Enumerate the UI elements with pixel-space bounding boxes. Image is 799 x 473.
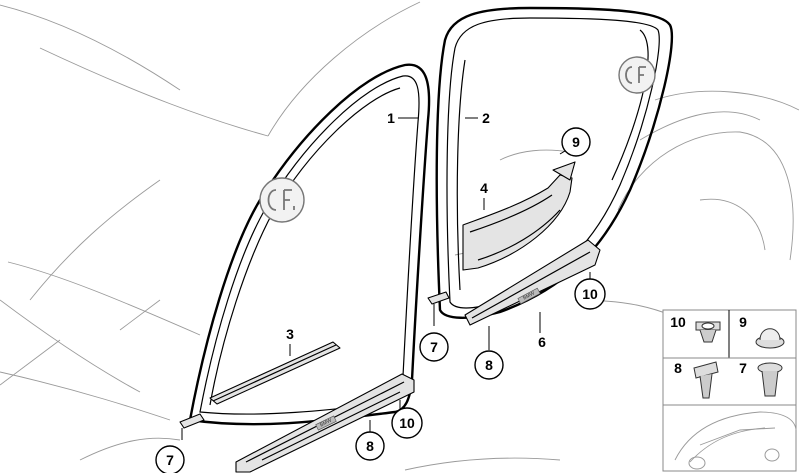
fastener-10-clip-nut: 10	[670, 314, 721, 343]
front-sill-logo-text: BMW	[319, 418, 333, 429]
car-thumbnail	[674, 411, 797, 470]
label-3: 3	[286, 326, 294, 342]
svg-text:8: 8	[485, 357, 493, 373]
svg-text:9: 9	[572, 134, 580, 150]
bracket-rear	[427, 291, 450, 326]
svg-text:7: 7	[166, 452, 174, 468]
callout-7-front: 7	[155, 445, 185, 473]
leader-lines	[289, 117, 591, 432]
label-1: 1	[387, 110, 395, 126]
svg-text:10: 10	[399, 415, 415, 431]
bracket-front	[179, 413, 205, 440]
callout-9: 9	[561, 127, 591, 157]
callout-10-rear: 10	[574, 278, 606, 310]
label-4: 4	[480, 180, 488, 196]
watermark-badge-rear	[618, 56, 656, 94]
callout-8-rear: 8	[474, 350, 504, 380]
svg-text:10: 10	[582, 286, 598, 302]
callout-8-front: 8	[355, 431, 385, 461]
fastener-panel: 10 9 8 7	[662, 309, 797, 472]
svg-text:8: 8	[366, 438, 374, 454]
label-2: 2	[482, 110, 490, 126]
svg-text:10: 10	[670, 314, 686, 330]
fastener-9-grommet: 9	[739, 314, 785, 349]
rear-sill-logo-text: BMW	[522, 290, 536, 301]
svg-text:7: 7	[430, 339, 438, 355]
rear-sill-plate: BMW	[464, 239, 601, 326]
fastener-7-plug-clip: 7	[739, 360, 783, 397]
rear-wheelarch-trim	[462, 161, 576, 271]
callout-7-rear: 7	[419, 332, 449, 362]
svg-text:7: 7	[739, 360, 747, 376]
fastener-8-expanding-rivet: 8	[674, 360, 719, 399]
callout-10-front: 10	[391, 407, 423, 439]
watermark-badge-front	[259, 177, 305, 223]
svg-text:9: 9	[739, 314, 747, 330]
front-sill-plate: BMW	[235, 373, 415, 473]
sill-strip	[209, 341, 341, 405]
label-6: 6	[538, 334, 546, 350]
svg-text:8: 8	[674, 360, 682, 376]
